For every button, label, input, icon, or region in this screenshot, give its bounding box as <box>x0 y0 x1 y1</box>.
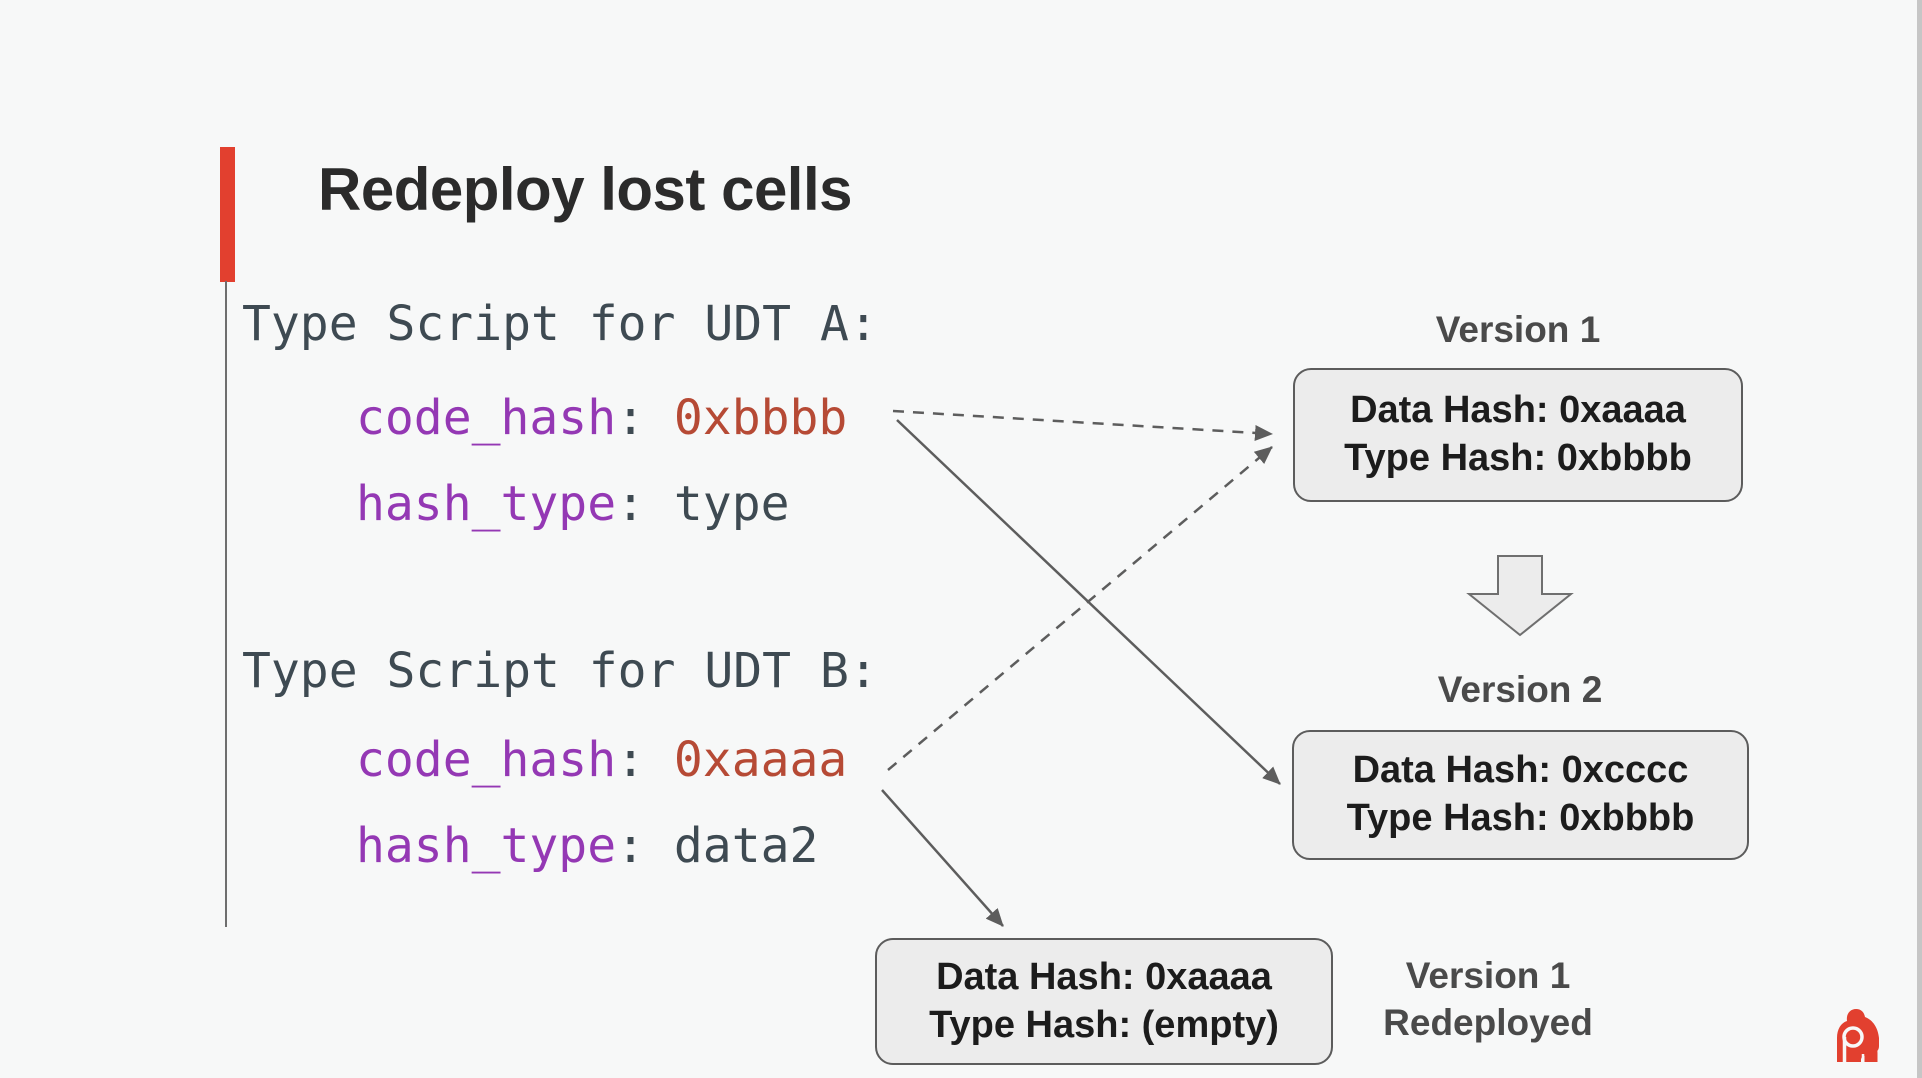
redeployed-label: Version 1 Redeployed <box>1348 952 1628 1047</box>
code-header-udt-b: Type Script for UDT B: <box>242 643 878 699</box>
right-edge-strip <box>1917 0 1922 1078</box>
version2-data-hash: Data Hash: 0xcccc <box>1352 749 1689 792</box>
version1-data-hash: Data Hash: 0xaaaa <box>1350 389 1686 432</box>
arrow-codehash-aaaa-to-redeployed <box>881 789 1004 927</box>
left-guide-line <box>225 281 227 927</box>
arrow-codehash-aaaa-to-version1 <box>887 446 1273 771</box>
code-sep: : <box>616 732 674 788</box>
redeployed-label-line2: Redeployed <box>1383 1002 1593 1044</box>
redeployed-box: Data Hash: 0xaaaa Type Hash: (empty) <box>875 938 1333 1065</box>
code-key-b-hash-type: hash_type <box>356 818 617 874</box>
version2-box: Data Hash: 0xcccc Type Hash: 0xbbbb <box>1292 730 1749 860</box>
down-block-arrow-icon <box>1466 555 1574 637</box>
gorilla-logo-icon <box>1837 1009 1879 1062</box>
redeployed-data-hash: Data Hash: 0xaaaa <box>936 955 1272 998</box>
code-value-b-hash-type: data2 <box>673 818 819 874</box>
code-key-b-code-hash: code_hash <box>356 732 617 788</box>
code-sep: : <box>616 476 674 532</box>
code-value-a-code-hash: 0xbbbb <box>673 390 848 446</box>
code-key-a-hash-type: hash_type <box>356 476 617 532</box>
code-line-b-code-hash: code_hash: 0xaaaa <box>356 734 847 787</box>
code-line-a-code-hash: code_hash: 0xbbbb <box>356 392 847 445</box>
title-accent-bar <box>220 147 235 282</box>
redeployed-label-line1: Version 1 <box>1405 955 1571 996</box>
code-line-b-hash-type: hash_type: data2 <box>356 820 818 873</box>
version2-type-hash: Type Hash: 0xbbbb <box>1346 797 1695 839</box>
code-key-a-code-hash: code_hash <box>356 390 617 446</box>
version1-box: Data Hash: 0xaaaa Type Hash: 0xbbbb <box>1293 368 1743 502</box>
code-line-a-hash-type: hash_type: type <box>356 478 789 531</box>
slide-title: Redeploy lost cells <box>318 156 853 223</box>
code-sep: : <box>616 390 674 446</box>
code-value-b-code-hash: 0xaaaa <box>673 732 848 788</box>
version1-type-hash: Type Hash: 0xbbbb <box>1344 437 1692 479</box>
redeployed-type-hash: Type Hash: (empty) <box>929 1003 1279 1046</box>
code-value-a-hash-type: type <box>673 476 790 532</box>
code-sep: : <box>616 818 674 874</box>
arrow-codehash-bbbb-to-version1 <box>892 409 1273 441</box>
version2-label: Version 2 <box>1437 669 1603 710</box>
version1-label: Version 1 <box>1435 309 1601 350</box>
code-header-udt-a: Type Script for UDT A: <box>242 296 878 352</box>
